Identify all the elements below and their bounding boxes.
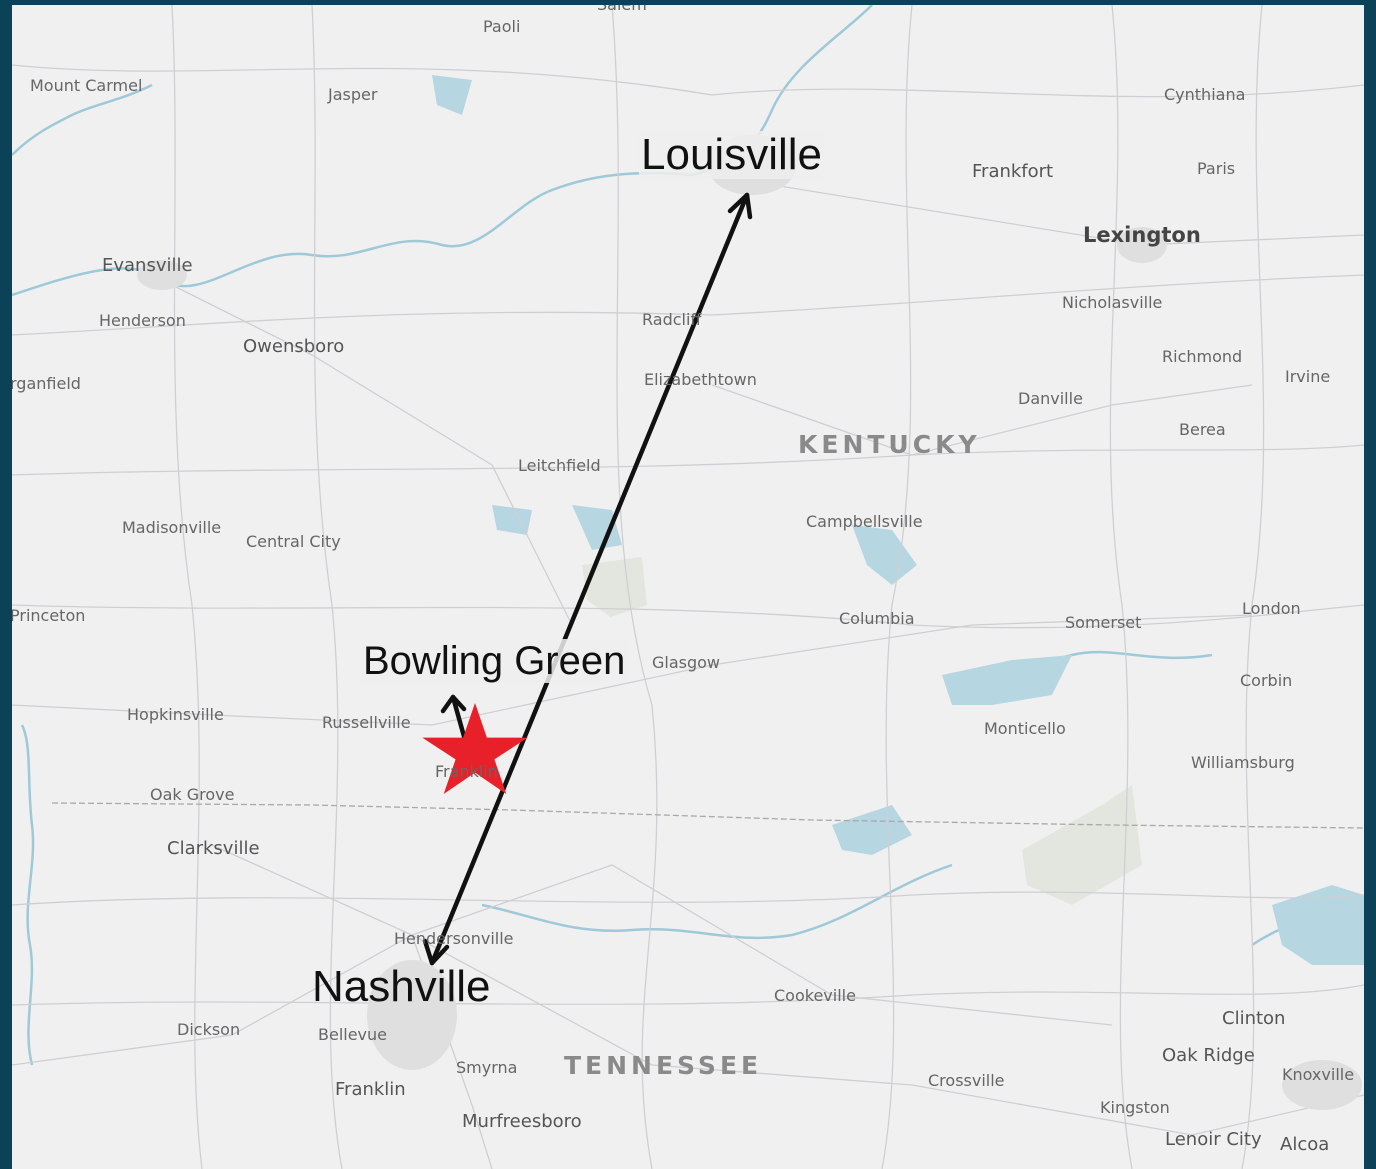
place-label: Madisonville	[122, 518, 222, 537]
place-label: Mount Carmel	[30, 76, 143, 95]
place-label: Williamsburg	[1191, 753, 1295, 772]
map[interactable]: Salem Paoli Mount Carmel Jasper Cynthian…	[12, 5, 1364, 1169]
place-label: Owensboro	[243, 336, 345, 357]
state-label-kentucky: KENTUCKY	[798, 430, 981, 459]
urban-areas	[137, 135, 1362, 1110]
place-label: Princeton	[12, 606, 86, 625]
louisville-label: Louisville	[639, 130, 824, 180]
place-label: Danville	[1018, 389, 1083, 408]
place-label: Lexington	[1083, 223, 1201, 247]
nashville-label: Nashville	[312, 962, 491, 1011]
place-label: Hopkinsville	[127, 705, 224, 724]
place-label: Paoli	[483, 17, 521, 36]
park-area	[582, 557, 647, 617]
place-label: Franklin	[435, 762, 498, 781]
place-label: Hendersonville	[394, 929, 514, 948]
place-label: Murfreesboro	[462, 1111, 582, 1132]
star-icon[interactable]	[422, 703, 528, 794]
place-label: Kingston	[1100, 1098, 1170, 1117]
place-label: Glasgow	[652, 653, 721, 672]
state-boundary	[51, 802, 1364, 829]
place-label: Franklin	[335, 1079, 406, 1100]
place-label: Oak Ridge	[1162, 1045, 1255, 1066]
place-label: Salem	[597, 5, 647, 13]
route-line-bowling-green	[450, 694, 468, 743]
place-label: Campbellsville	[806, 512, 923, 531]
place-label: Paris	[1197, 159, 1236, 178]
place-label: Lenoir City	[1165, 1129, 1262, 1150]
place-label: Clarksville	[167, 838, 260, 859]
place-label: Russellville	[322, 713, 411, 732]
route-arrows	[422, 192, 753, 966]
place-label: Bellevue	[318, 1025, 388, 1044]
place-label: Henderson	[99, 311, 186, 330]
state-label-tennessee: TENNESSEE	[564, 1051, 763, 1080]
place-label: Alcoa	[1280, 1134, 1330, 1155]
place-label: Dickson	[177, 1020, 241, 1039]
place-label: Monticello	[984, 719, 1066, 738]
park-area	[1022, 785, 1142, 905]
lakes	[432, 75, 1364, 965]
arrowhead-louisville	[727, 192, 753, 220]
arrowhead-nashville	[422, 938, 450, 966]
place-label: London	[1242, 599, 1301, 618]
place-label: Cookeville	[774, 986, 856, 1005]
place-label: Richmond	[1162, 347, 1243, 366]
arrowhead-bowling-green	[440, 694, 467, 714]
place-label: Central City	[246, 532, 341, 551]
place-label: Radcliff	[642, 310, 702, 329]
bowling-green-label: Bowling Green	[361, 639, 628, 683]
place-label: Jasper	[328, 85, 378, 104]
map-basemap	[12, 5, 1364, 1169]
place-label: Berea	[1179, 420, 1226, 439]
place-label: Nicholasville	[1062, 293, 1163, 312]
place-label: rganfield	[12, 374, 81, 393]
place-label: Evansville	[102, 255, 193, 276]
route-line-louisville-nashville	[429, 192, 750, 966]
place-label: Clinton	[1222, 1008, 1286, 1029]
place-label: Smyrna	[456, 1058, 518, 1077]
place-label: Columbia	[839, 609, 915, 628]
place-label: Frankfort	[972, 161, 1054, 182]
place-label: Crossville	[928, 1071, 1005, 1090]
place-label: Cynthiana	[1164, 85, 1246, 104]
place-label: Corbin	[1240, 671, 1293, 690]
place-label: Leitchfield	[518, 456, 601, 475]
place-label: Irvine	[1285, 367, 1331, 386]
place-label: Somerset	[1065, 613, 1142, 632]
place-label: Knoxville	[1282, 1065, 1355, 1084]
roads	[12, 5, 1364, 1169]
place-label: Oak Grove	[150, 785, 235, 804]
place-label: Elizabethtown	[644, 370, 757, 389]
